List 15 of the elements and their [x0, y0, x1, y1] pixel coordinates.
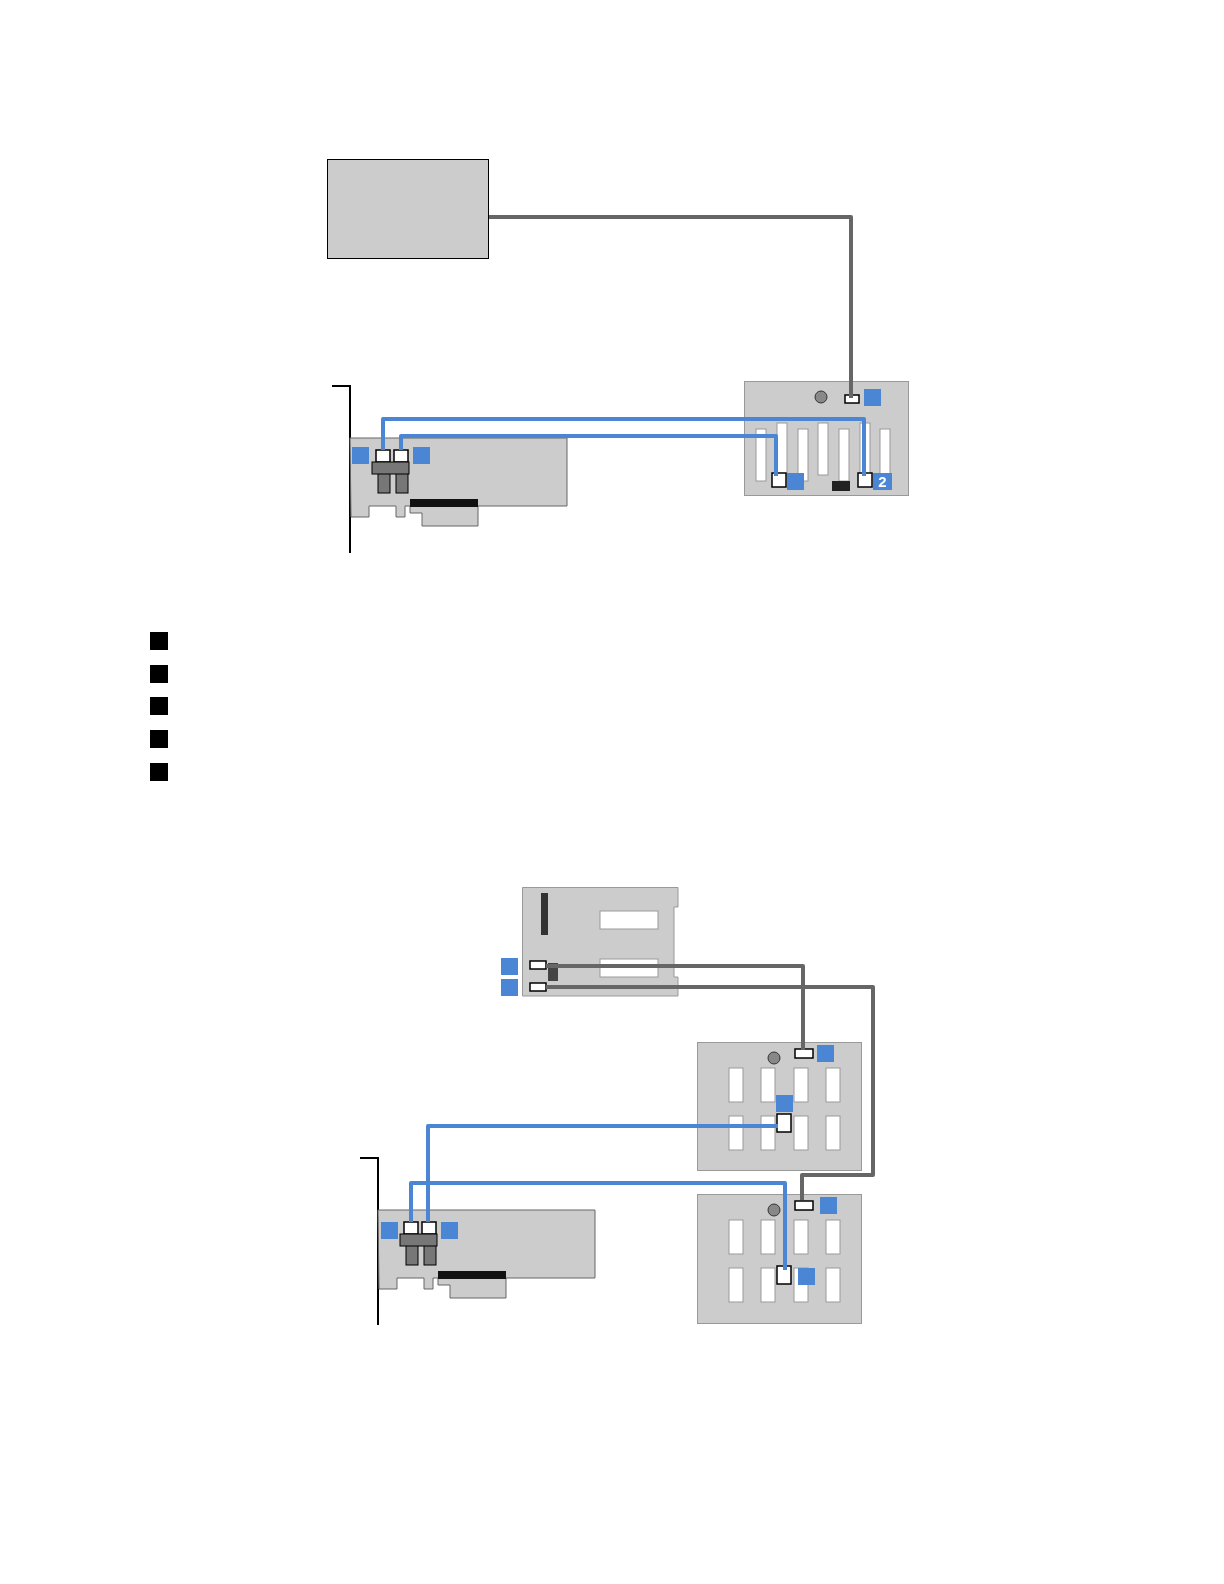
- cable: [546, 985, 875, 1200]
- cable: [381, 417, 866, 476]
- backplane-drawing: [697, 1194, 862, 1324]
- cable: [409, 1181, 787, 1270]
- cable: [426, 1124, 778, 1222]
- cable: [546, 964, 805, 1050]
- power-supply-box: [327, 159, 489, 259]
- cable: [489, 215, 853, 398]
- cable: [399, 434, 778, 476]
- power-board-drawing: [522, 887, 679, 997]
- raid-adapter-drawing: [332, 385, 568, 553]
- callout-number: 2: [873, 473, 892, 490]
- raid-adapter-drawing: [360, 1157, 598, 1325]
- backplane-drawing: [697, 1042, 862, 1171]
- backplane-drawing: [744, 381, 909, 496]
